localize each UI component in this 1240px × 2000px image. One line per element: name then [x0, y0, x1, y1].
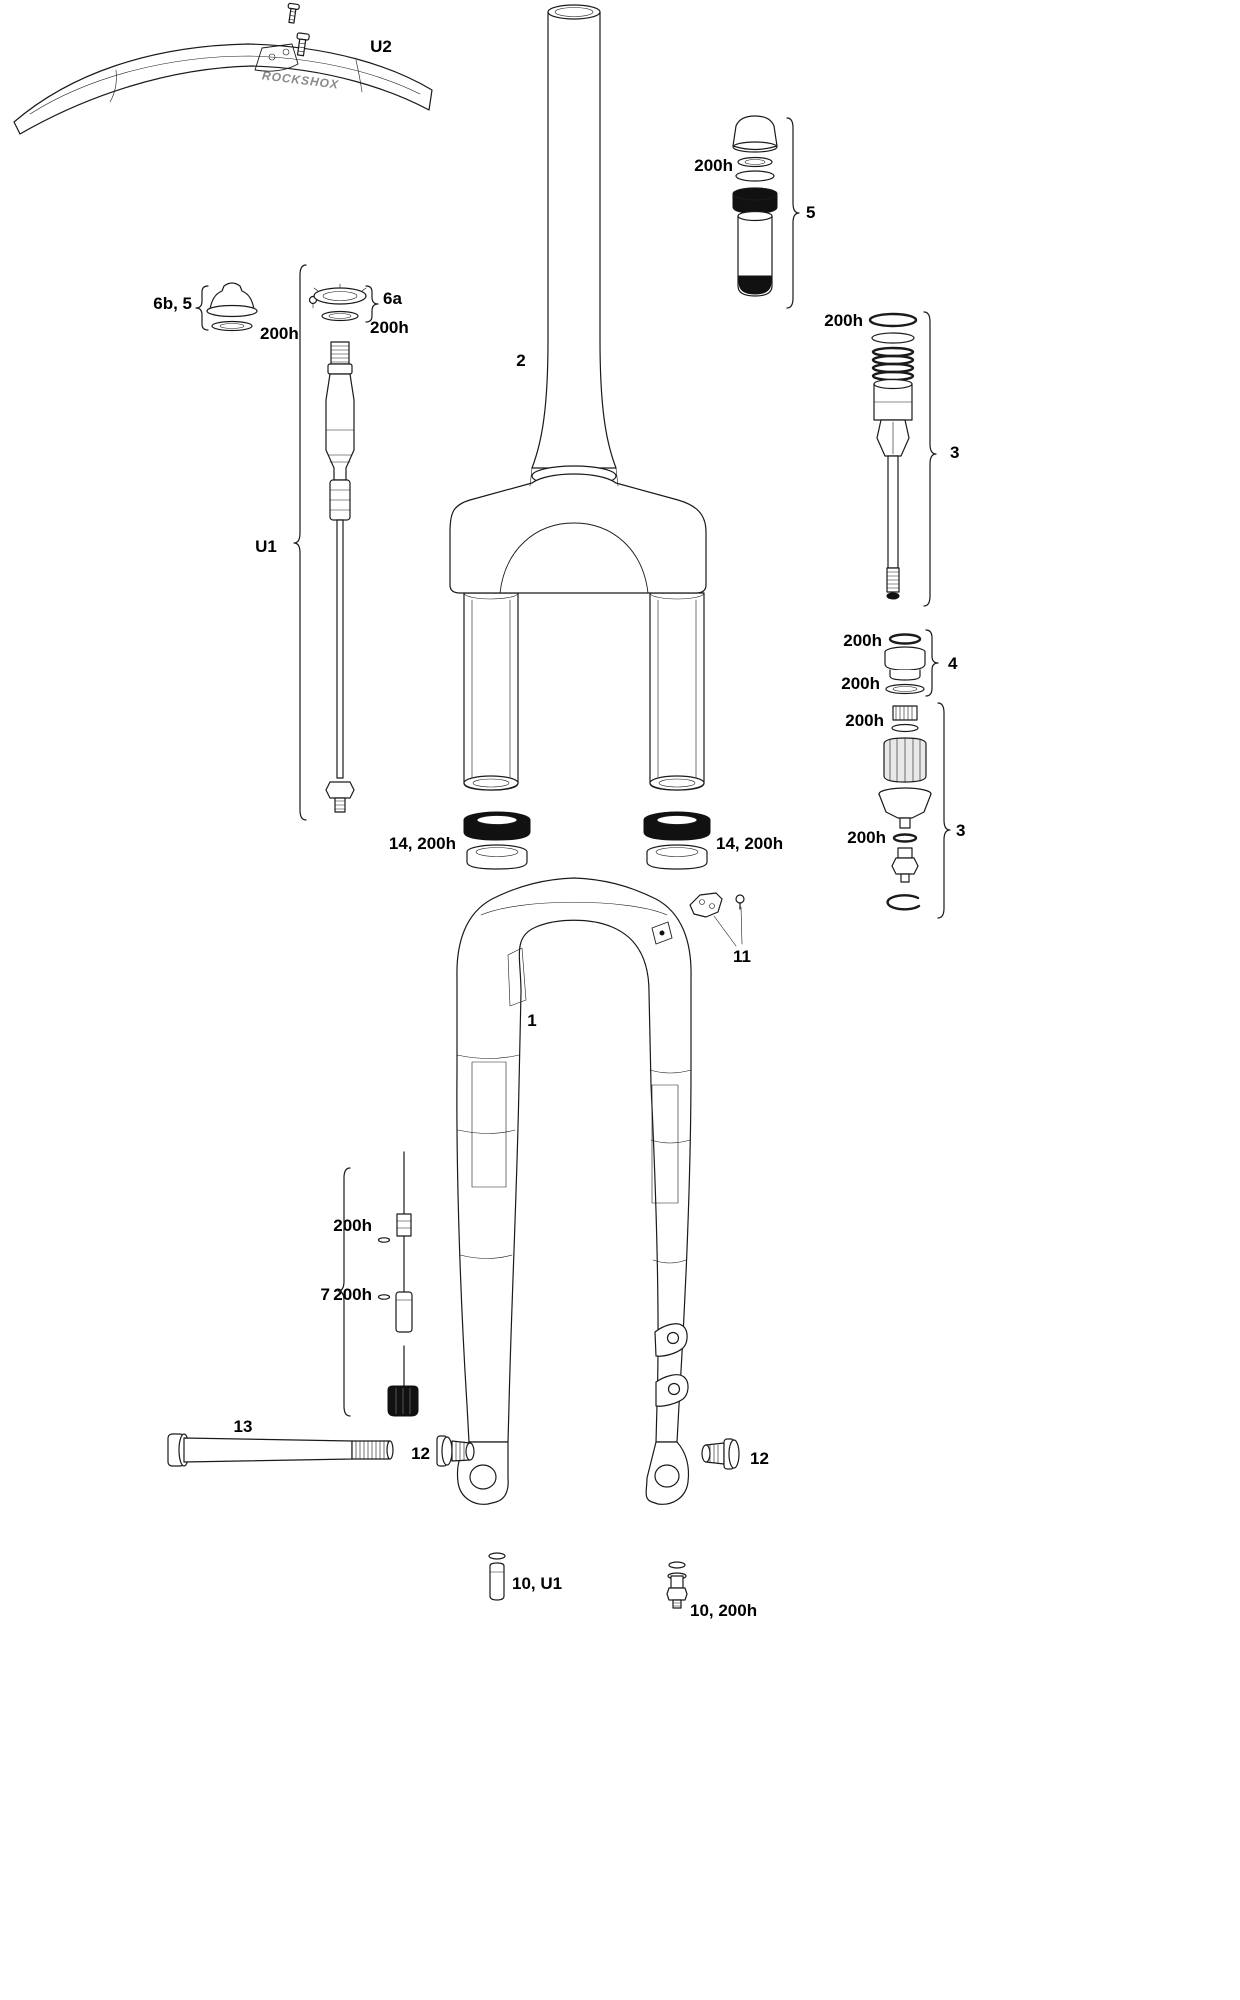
callout-seal-head-lower: 200h	[841, 674, 880, 693]
air-top-cap	[308, 283, 367, 322]
callout-damper-lower-seal-lower: 200h	[847, 828, 886, 847]
bracket-5	[786, 117, 800, 309]
callout-air-cap-seal: 200h	[370, 318, 409, 337]
callout-seal-head: 4	[948, 654, 958, 673]
csu-steerer-crown	[449, 4, 707, 791]
callout-shaft-bolt-right: 10, 200h	[690, 1601, 757, 1620]
dust-seal-right	[643, 811, 711, 870]
damper-upper-assembly	[868, 312, 918, 600]
callout-damper-upper: 3	[950, 443, 959, 462]
bracket-6a	[365, 285, 379, 323]
bracket-u1	[293, 264, 307, 821]
callout-rebound-seal-upper: 200h	[333, 1216, 372, 1235]
callout-crown-cap-seal: 200h	[260, 324, 299, 343]
rebound-knob	[387, 1385, 419, 1417]
fender: ROCKSHOX	[13, 43, 433, 135]
bracket-3-upper	[923, 311, 937, 607]
bracket-7	[337, 1167, 351, 1417]
callout-shaft-bolt-left: 10, U1	[512, 1574, 562, 1593]
bracket-4	[925, 629, 939, 697]
callout-dust-seal-left: 14, 200h	[389, 834, 456, 853]
callout-damper-upper-seal: 200h	[824, 311, 863, 330]
callout-rebound-assembly: 7	[321, 1285, 330, 1304]
bracket-6b5	[195, 285, 209, 331]
top-cap-assembly	[732, 115, 778, 297]
crown-adjuster-cap	[206, 282, 258, 332]
callout-steerer-crown: 2	[516, 351, 525, 370]
seal-head-assembly	[884, 633, 926, 695]
callout-crown-cap: 6b, 5	[153, 294, 192, 313]
dust-seal-left	[463, 811, 531, 870]
callout-air-cap: 6a	[383, 289, 402, 308]
fender-mount-clamp	[689, 892, 745, 947]
callout-top-cap-seal: 200h	[694, 156, 733, 175]
callout-spring-shaft: U1	[255, 537, 277, 556]
callout-lower-legs: 1	[527, 1011, 536, 1030]
thru-axle	[167, 1433, 394, 1467]
air-spring-shaft	[325, 341, 355, 813]
callout-damper-lower-seal-upper: 200h	[845, 711, 884, 730]
callout-pinch-bolt-right: 12	[750, 1449, 769, 1468]
pinch-bolt-left	[436, 1435, 475, 1467]
damper-lower-parts	[878, 705, 932, 911]
lower-leg-assembly	[456, 877, 692, 1505]
shaft-bolt-left	[488, 1552, 506, 1601]
rebound-damper-rod	[377, 1151, 413, 1387]
callout-rebound-seal-lower: 200h	[333, 1285, 372, 1304]
pinch-bolt-right	[701, 1438, 740, 1470]
callout-damper-lower: 3	[956, 821, 965, 840]
bracket-3-lower	[937, 702, 951, 919]
callout-top-cap-assembly: 5	[806, 203, 815, 222]
callout-pinch-bolt-left: 12	[411, 1444, 430, 1463]
callout-fender-mount: 11	[733, 947, 751, 966]
callout-fender: U2	[370, 37, 392, 56]
callout-axle: 13	[234, 1417, 253, 1436]
callout-dust-seal-right: 14, 200h	[716, 834, 783, 853]
shaft-bolt-right	[666, 1561, 688, 1609]
callout-seal-head-upper: 200h	[843, 631, 882, 650]
fender-screws	[287, 2, 310, 57]
